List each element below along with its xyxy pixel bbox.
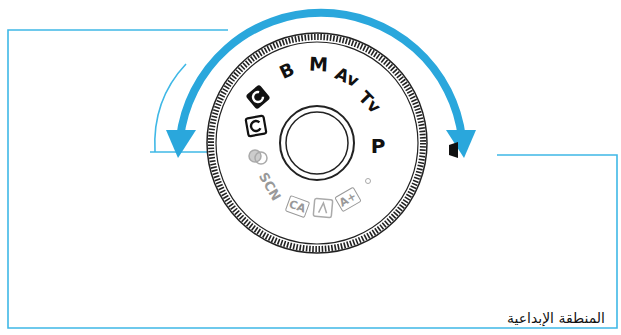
mode-p: P [371,136,386,156]
zone-label: المنطقة الإبداعية [507,311,605,325]
mode-m: M [308,54,328,74]
